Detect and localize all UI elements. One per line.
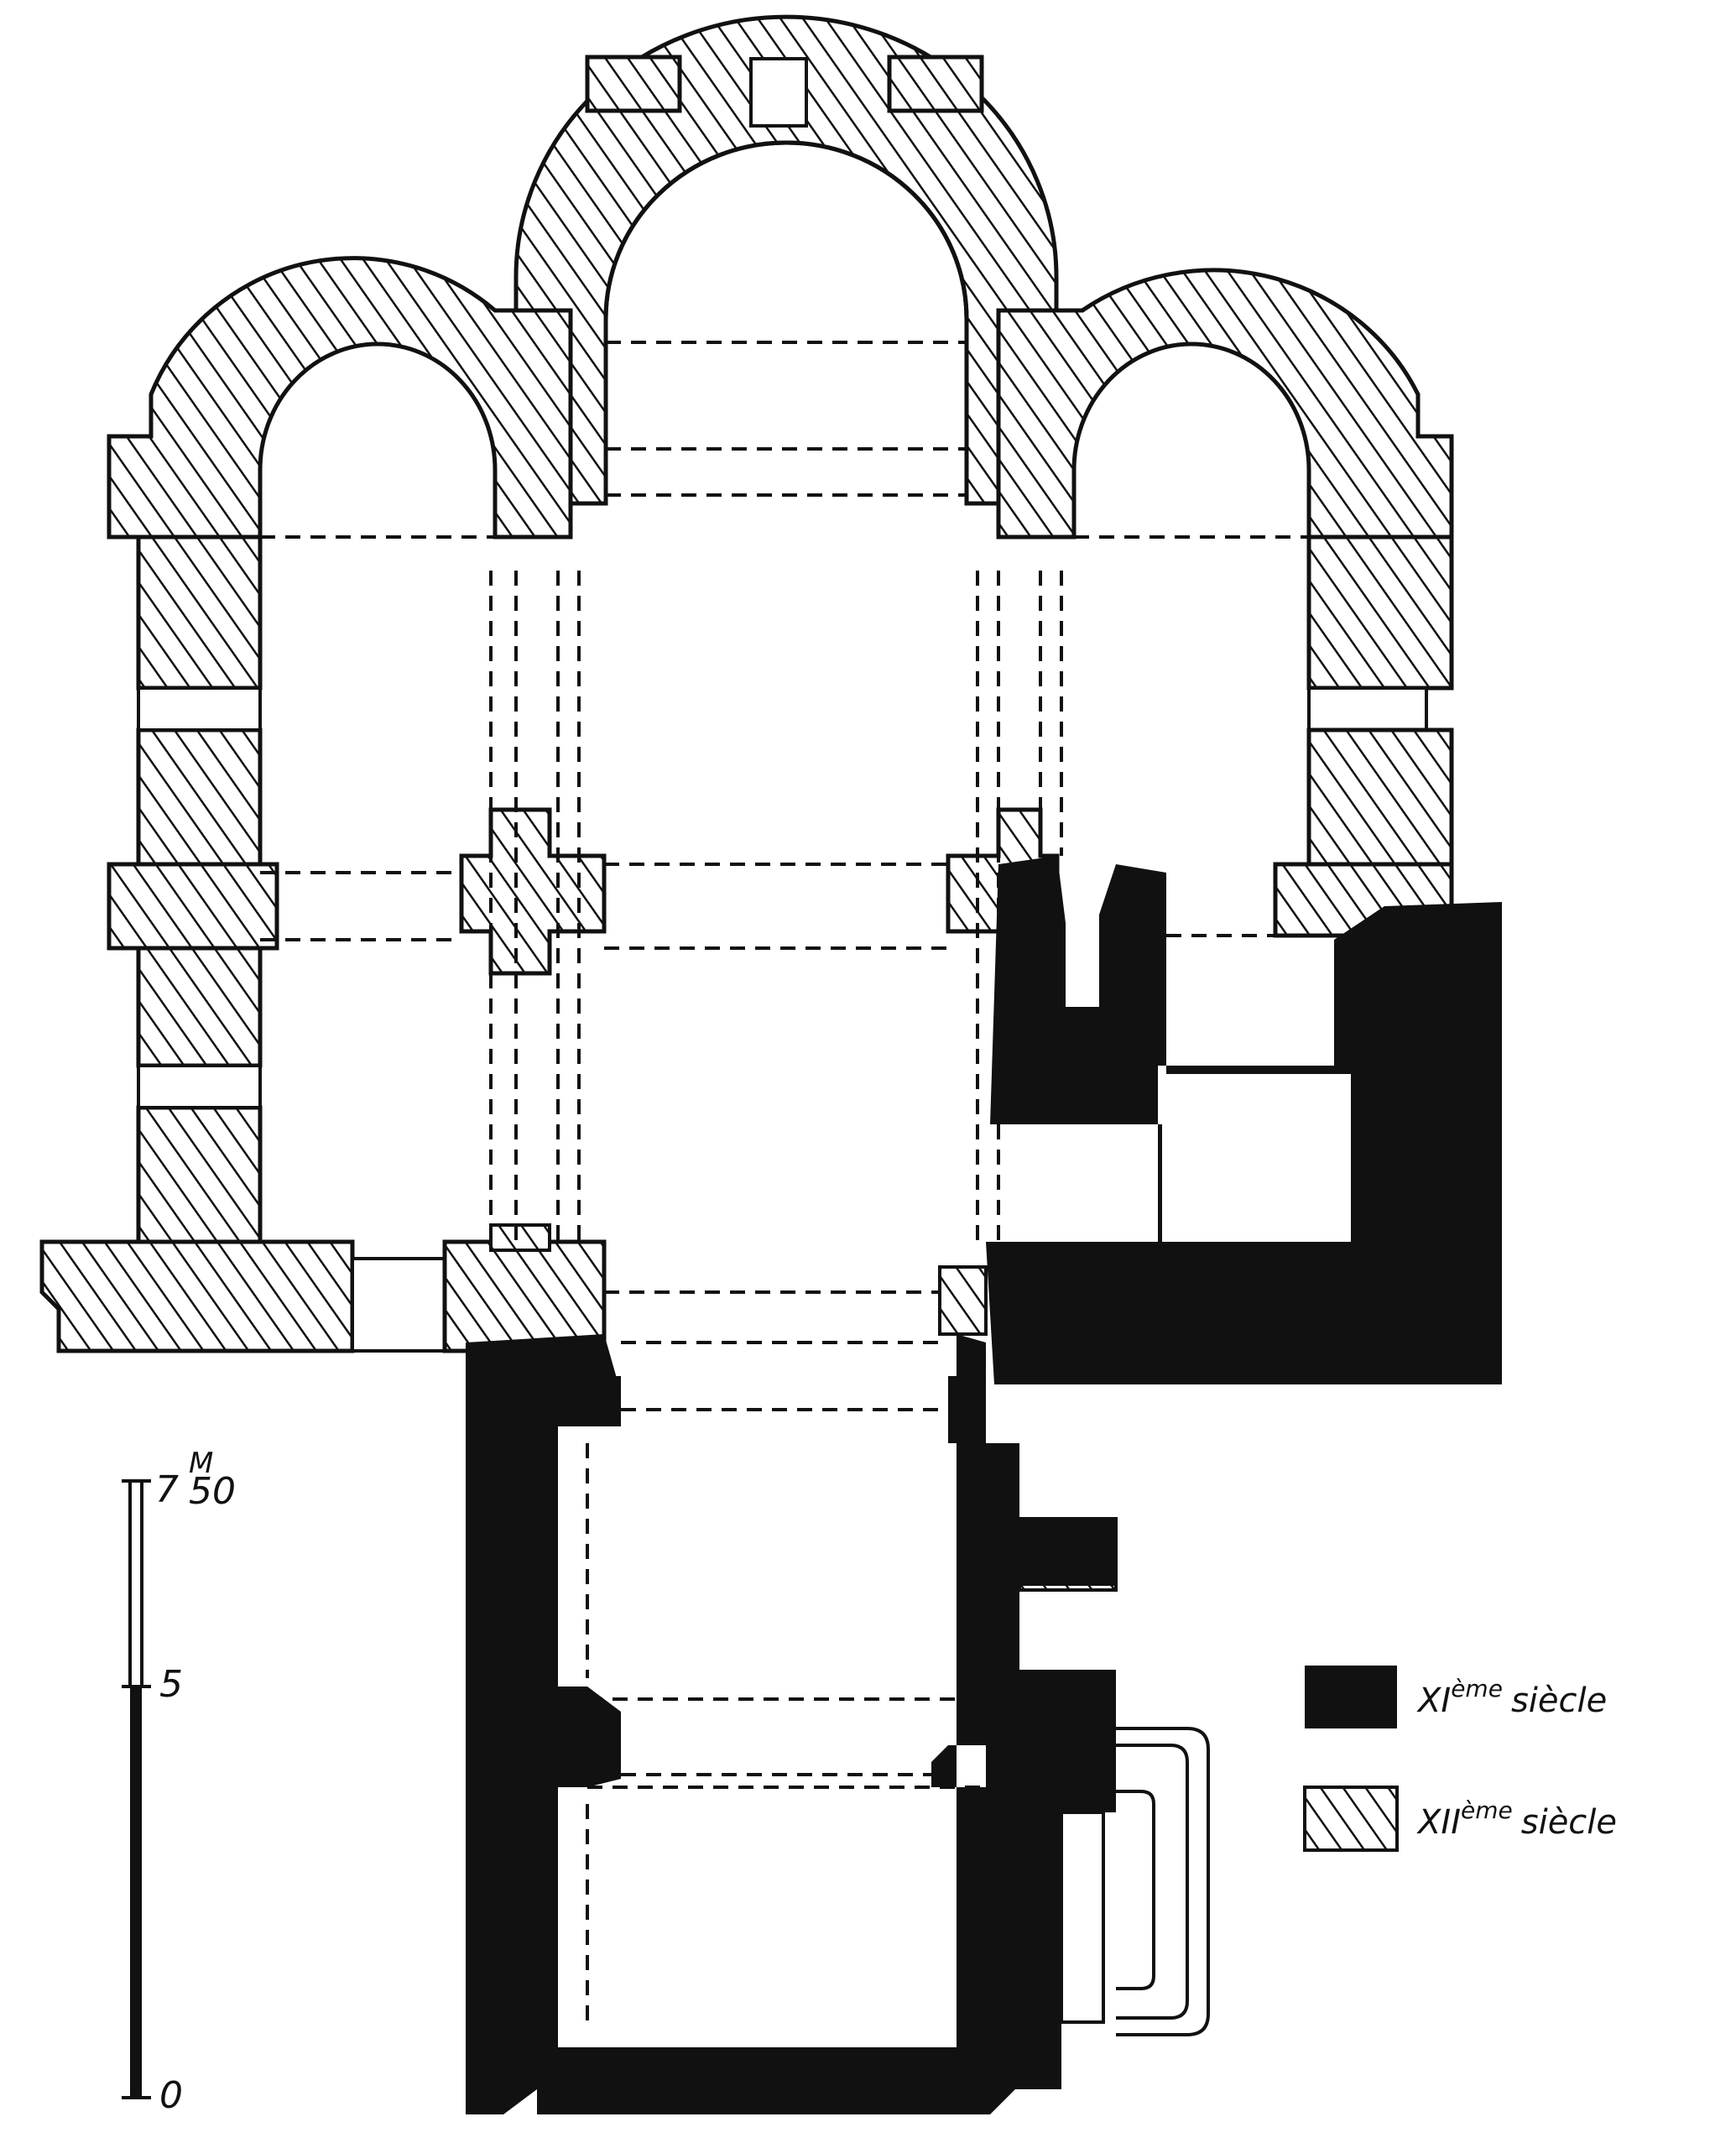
scale-label-top-unit: M [189,1447,213,1480]
left-north-wall [109,534,263,691]
vault-lines [260,341,1334,2031]
apse-buttress [585,55,682,113]
nave-north-wall [466,1334,621,2114]
south-porch-lines [1060,1727,1210,2036]
right-wall-window [1307,686,1428,732]
pilaster [558,1376,621,1426]
west-doorway [351,1257,446,1353]
pilaster [948,1376,986,1443]
scale-label-bottom: 0 [159,2074,183,2117]
left-wall-segment [107,862,279,951]
xi-century-masonry [466,856,1502,2114]
right-apsidiole [996,268,1454,540]
apse-lining [603,140,969,503]
left-wall-segment [136,1105,263,1244]
left-wall-segment [136,727,263,867]
apse-buttress [887,55,984,113]
legend-swatch-xi [1305,1666,1397,1728]
apse-window [749,57,808,128]
west-wall-right [442,1239,607,1353]
west-wall-left [39,1239,355,1353]
legend-swatch-xii [1303,1786,1399,1852]
scale-label-top-fraction: 50 [189,1470,236,1513]
scale-label-top-whole: 7 [155,1468,179,1511]
respond-right [938,1265,988,1336]
left-apsidiole [107,256,573,540]
left-wall-window [137,1064,262,1109]
right-south-wall [1306,534,1454,691]
scale-label-mid: 5 [159,1663,183,1706]
left-wall-window [137,686,262,732]
scale-bar-upper [128,1479,143,1688]
scale-bar-lower [130,1687,142,2098]
nave-pier-left [459,807,607,976]
south-tower-block [986,856,1502,1812]
left-wall-segment [136,946,263,1068]
west-facade [537,2047,1061,2114]
right-wall-segment [1306,727,1454,867]
respond-left [489,1223,551,1252]
nave-south-wall [931,1334,1061,2114]
scale-bar: 7 M 50 5 0 [122,1447,236,2117]
